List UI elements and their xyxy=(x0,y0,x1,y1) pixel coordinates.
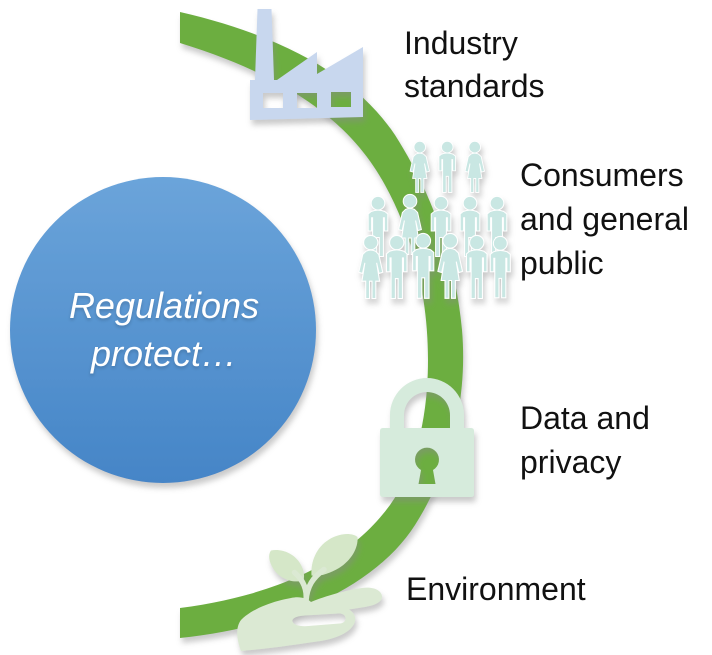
label-industry-standards: Industry standards xyxy=(404,25,545,104)
sprout-leaf-right xyxy=(311,534,358,576)
padlock-body xyxy=(380,428,474,497)
padlock-shackle xyxy=(390,378,464,428)
regulations-circle xyxy=(10,177,316,483)
circle-caption: Regulations protect… xyxy=(14,180,314,480)
factory-icon xyxy=(250,9,363,120)
label-environment: Environment xyxy=(406,571,586,607)
label-data-privacy: Data and privacy xyxy=(520,400,650,480)
padlock-icon xyxy=(380,378,474,497)
circle-caption-line2: protect… xyxy=(90,333,238,374)
circle-caption-line1: Regulations xyxy=(68,285,260,326)
sprout-stem xyxy=(291,566,327,604)
arc-swoosh xyxy=(180,12,464,638)
hand-plant-icon xyxy=(237,534,383,651)
open-hand xyxy=(237,587,383,651)
label-consumers-general-public: Consumers and general public xyxy=(520,157,690,281)
